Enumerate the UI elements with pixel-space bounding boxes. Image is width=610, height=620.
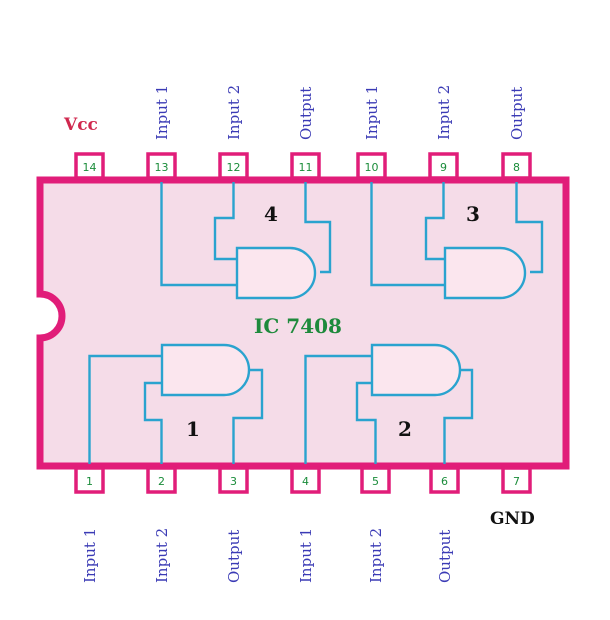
pin-number: 8 [513, 161, 520, 174]
pin-13: 13 [146, 152, 177, 180]
gate-3-input-2-wire [424, 182, 445, 261]
pin-label-11: Output [297, 87, 315, 140]
pin-number: 1 [86, 475, 93, 488]
gate-1-input-1-wire [88, 354, 162, 464]
bottom-pin-labels: Input 1 Input 2 Output Input 1 Input 2 O… [81, 528, 454, 583]
pin-label-13: Input 1 [153, 85, 171, 140]
gate-4-input-2-wire [213, 182, 237, 261]
gate-2-body [370, 343, 462, 397]
pin-label-3: Output [225, 530, 243, 583]
gate-2-input-1-wire [304, 354, 372, 464]
pin-number: 13 [155, 161, 169, 174]
and-gate-1: 1 [88, 343, 264, 464]
gate-4-output-wire [304, 182, 332, 274]
gate-2-input-2-wire [355, 381, 377, 464]
pin-label-4: Input 1 [297, 528, 315, 583]
pin-7: 7 [501, 466, 532, 494]
gate-4-body [235, 246, 317, 300]
top-pin-labels: Input 1 Input 2 Output Input 1 Input 2 O… [153, 85, 526, 140]
and-gate-3: 3 [370, 182, 544, 300]
gate-3-number: 3 [466, 202, 480, 226]
and-gate-2: 2 [304, 343, 474, 464]
and-gate-4: 4 [160, 182, 332, 300]
gate-4-input-1-wire [160, 182, 237, 287]
pin-label-12: Input 2 [225, 85, 243, 140]
pin-5: 5 [360, 466, 391, 494]
pin-14: 14 [74, 152, 105, 180]
pin-number: 11 [299, 161, 313, 174]
pin-label-10: Input 1 [363, 85, 381, 140]
pin-2: 2 [146, 466, 177, 494]
pin-label-6: Output [436, 530, 454, 583]
pin-number: 4 [302, 475, 309, 488]
pin-number: 14 [83, 161, 97, 174]
gate-3-input-1-wire [370, 182, 445, 287]
top-pins: 14 13 12 11 10 9 8 [74, 152, 532, 180]
pin-label-1: Input 1 [81, 528, 99, 583]
gate-1-output-wire [232, 368, 264, 464]
gate-4-number: 4 [264, 202, 278, 226]
gate-2-number: 2 [398, 417, 412, 441]
pin-label-8: Output [508, 87, 526, 140]
pin-12: 12 [218, 152, 249, 180]
pin-4: 4 [290, 466, 321, 494]
pin-9: 9 [428, 152, 459, 180]
pin-6: 6 [429, 466, 460, 494]
pin-label-5: Input 2 [367, 528, 385, 583]
gate-3-output-wire [515, 182, 544, 274]
pin-number: 3 [230, 475, 237, 488]
pin-3: 3 [218, 466, 249, 494]
gate-2-output-wire [443, 368, 474, 464]
gate-1-body [160, 343, 251, 397]
pin-label-9: Input 2 [435, 85, 453, 140]
vcc-label: Vcc [63, 115, 98, 135]
chip-title: IC 7408 [254, 314, 342, 338]
pin-number: 9 [440, 161, 447, 174]
bottom-pins: 1 2 3 4 5 6 7 [74, 466, 532, 494]
pin-number: 12 [227, 161, 241, 174]
pin-number: 5 [372, 475, 379, 488]
pin-11: 11 [290, 152, 321, 180]
gate-1-number: 1 [186, 417, 200, 441]
pin-number: 2 [158, 475, 165, 488]
pin-8: 8 [501, 152, 532, 180]
pin-label-2: Input 2 [153, 528, 171, 583]
pin-number: 7 [513, 475, 520, 488]
pin-number: 6 [441, 475, 448, 488]
gnd-label: GND [490, 509, 535, 529]
pin-number: 10 [365, 161, 379, 174]
gate-3-body [443, 246, 527, 300]
pin-10: 10 [356, 152, 387, 180]
gate-1-input-2-wire [143, 381, 163, 464]
pin-1: 1 [74, 466, 105, 494]
